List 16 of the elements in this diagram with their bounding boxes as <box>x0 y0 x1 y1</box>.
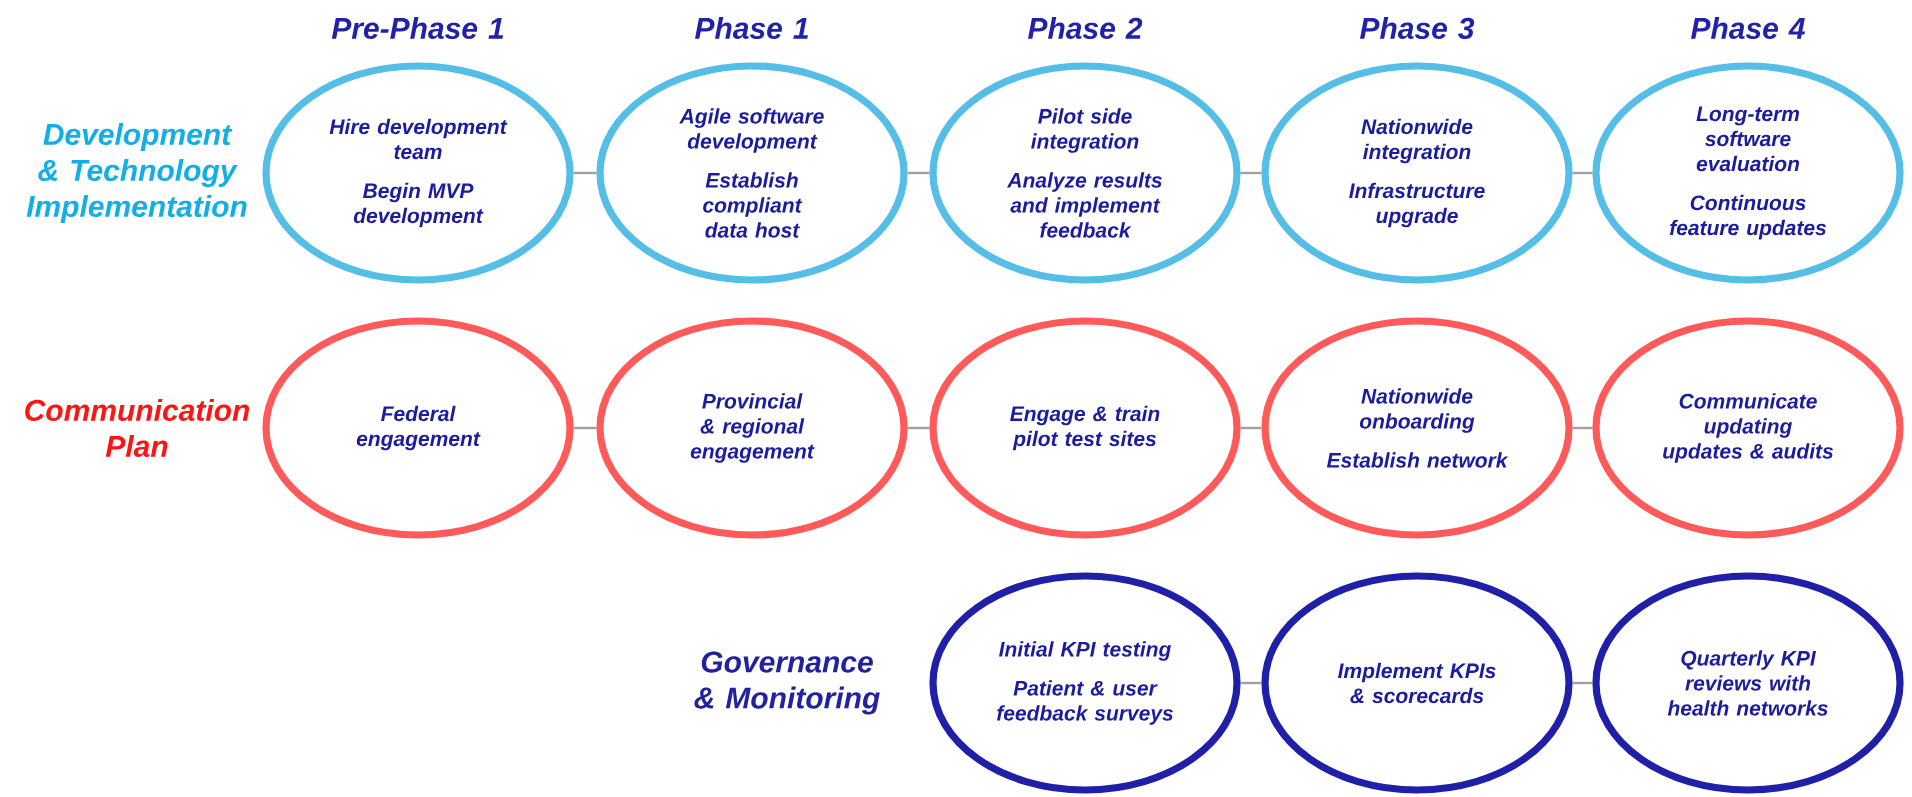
connector-line <box>1240 681 1262 685</box>
connector-line <box>907 171 930 175</box>
connector-line <box>573 426 597 430</box>
connector-line <box>1240 171 1262 175</box>
connector-line <box>1240 426 1262 430</box>
phase-heading: Pre-Phase 1 <box>331 17 504 39</box>
connector-line <box>1572 171 1593 175</box>
phase-heading: Phase 2 <box>1028 17 1143 39</box>
connector-line <box>573 171 597 175</box>
phase-heading: Phase 3 <box>1360 17 1475 39</box>
connector-line <box>1572 426 1593 430</box>
phase-heading: Phase 1 <box>695 17 808 39</box>
phase-heading: Phase 4 <box>1691 17 1805 39</box>
connector-line <box>907 426 930 430</box>
row-label: Governance & Monitoring <box>694 651 880 715</box>
connector-line <box>1572 681 1593 685</box>
